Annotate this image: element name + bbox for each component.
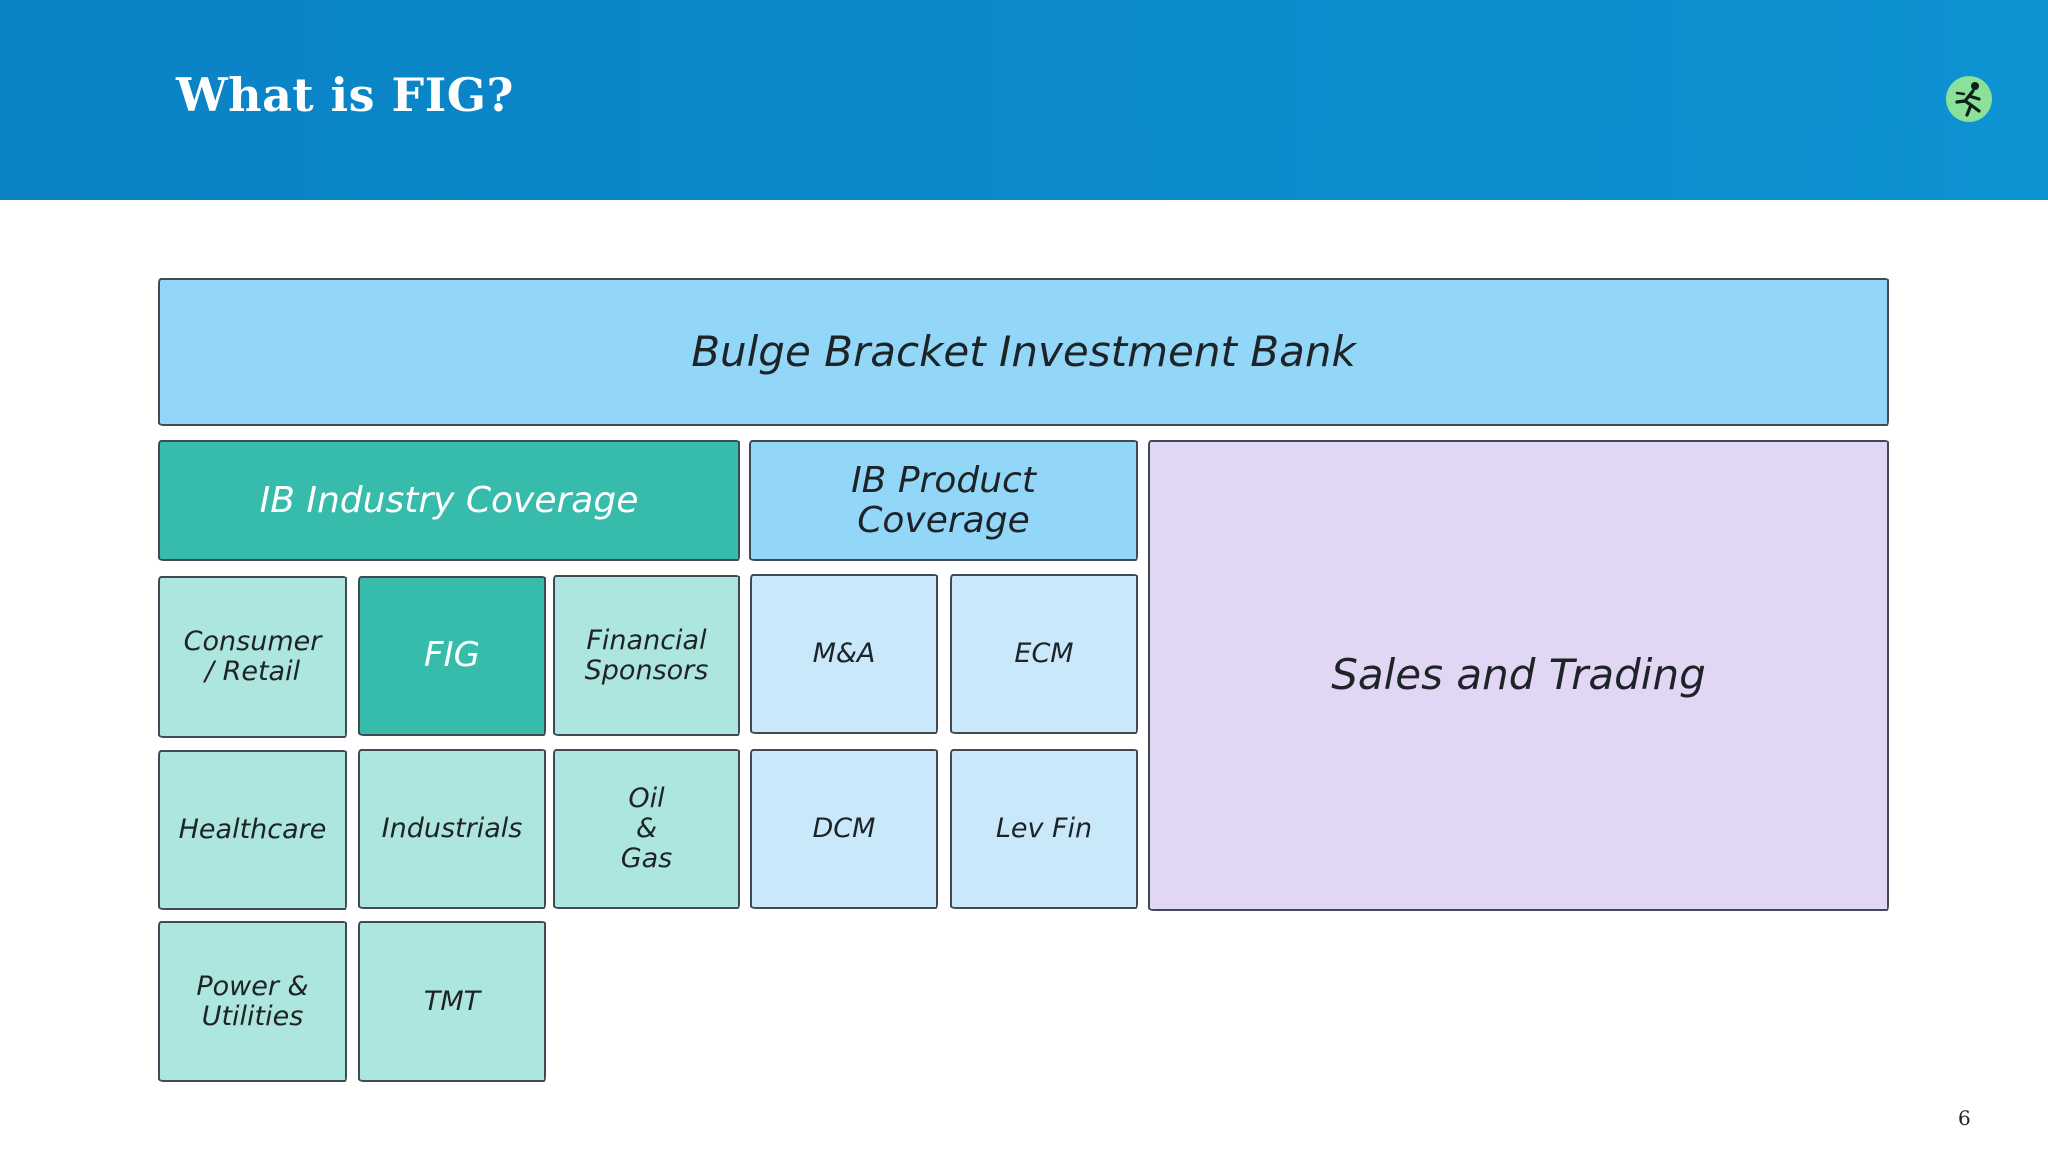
industry-cell-fig: FIG bbox=[358, 576, 546, 736]
header-bar: What is FIG? bbox=[0, 0, 2048, 200]
product-coverage-header: IB Product Coverage bbox=[749, 440, 1138, 561]
product-coverage-label: IB Product Coverage bbox=[851, 459, 1036, 541]
industry-cell-label: Financial Sponsors bbox=[584, 624, 709, 686]
industry-cell-healthcare: Healthcare bbox=[158, 750, 347, 910]
sales-trading-box: Sales and Trading bbox=[1148, 440, 1889, 911]
industry-cell-tmt: TMT bbox=[358, 921, 546, 1082]
product-cell-ma: M&A bbox=[750, 574, 938, 734]
product-cell-label: ECM bbox=[1014, 638, 1074, 670]
slide-title: What is FIG? bbox=[176, 68, 514, 122]
industry-cell-financial-sponsors: Financial Sponsors bbox=[553, 575, 740, 736]
industry-cell-oil-gas: Oil & Gas bbox=[553, 749, 740, 909]
industry-cell-label: Healthcare bbox=[178, 814, 327, 846]
industry-coverage-header: IB Industry Coverage bbox=[158, 440, 740, 561]
industry-cell-power-utilities: Power & Utilities bbox=[158, 921, 347, 1082]
industry-cell-consumer-retail: Consumer / Retail bbox=[158, 576, 347, 738]
product-cell-label: DCM bbox=[812, 813, 876, 845]
product-cell-label: Lev Fin bbox=[995, 813, 1093, 845]
product-cell-label: M&A bbox=[812, 638, 876, 670]
industry-cell-label: Industrials bbox=[381, 813, 523, 845]
industry-cell-label: Consumer / Retail bbox=[183, 626, 322, 687]
bank-label: Bulge Bracket Investment Bank bbox=[691, 326, 1356, 376]
product-cell-dcm: DCM bbox=[750, 749, 938, 909]
running-figure-icon bbox=[1945, 75, 1993, 123]
industry-cell-label: TMT bbox=[423, 985, 481, 1017]
industry-cell-label: Power & Utilities bbox=[196, 970, 309, 1032]
product-cell-lev-fin: Lev Fin bbox=[950, 749, 1138, 909]
bank-box: Bulge Bracket Investment Bank bbox=[158, 278, 1889, 426]
industry-coverage-label: IB Industry Coverage bbox=[259, 479, 639, 521]
sales-trading-label: Sales and Trading bbox=[1331, 650, 1706, 700]
industry-cell-label: Oil & Gas bbox=[620, 783, 673, 874]
industry-cell-label: FIG bbox=[424, 635, 480, 676]
industry-cell-industrials: Industrials bbox=[358, 749, 546, 909]
page-number: 6 bbox=[1958, 1106, 1971, 1130]
product-cell-ecm: ECM bbox=[950, 574, 1138, 734]
